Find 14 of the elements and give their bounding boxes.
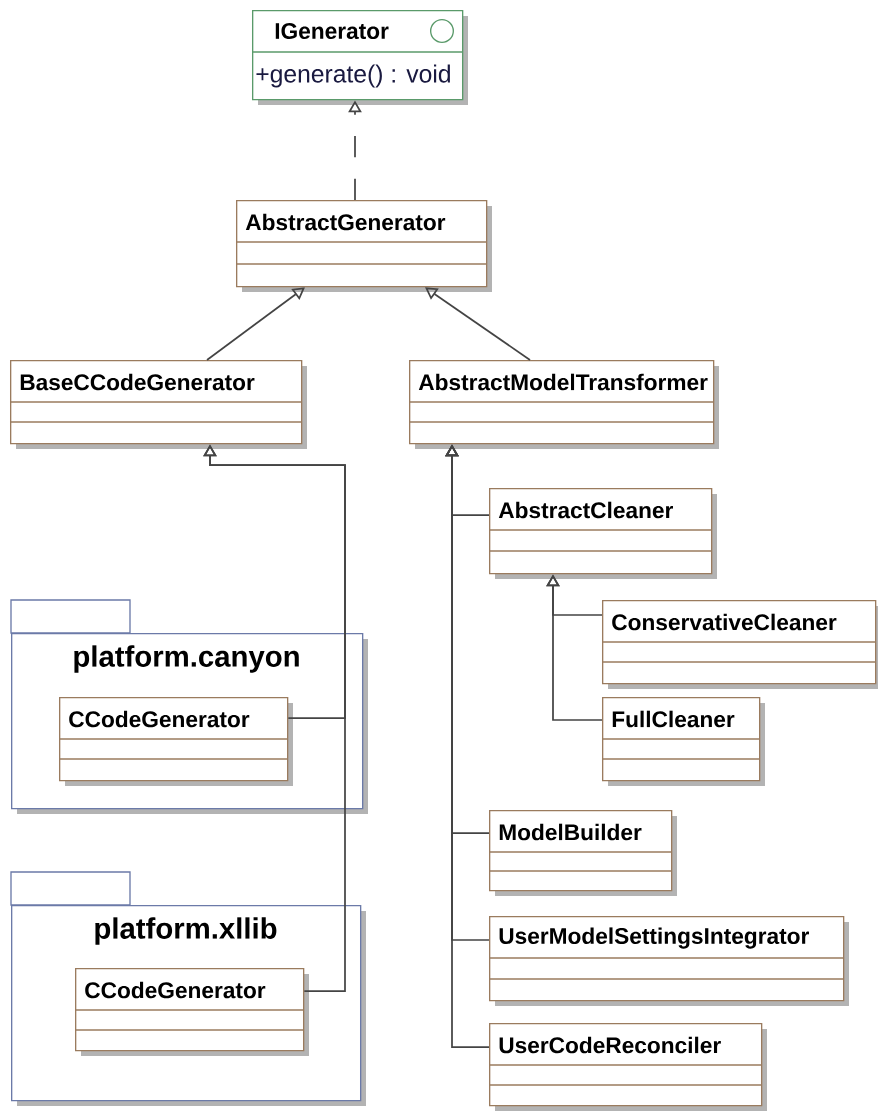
class-box: AbstractGenerator (235, 200, 492, 292)
class-box: AbstractModelTransformer (408, 360, 719, 449)
class-box: CCodeGenerator (58, 697, 293, 786)
class-box: UserCodeReconciler (488, 1023, 767, 1111)
class-box: BaseCCodeGenerator (9, 360, 307, 449)
inheritance-arrow (425, 287, 531, 361)
class-box: UserModelSettingsIntegrator (488, 916, 849, 1006)
class-box: FullCleaner (601, 697, 765, 786)
class-box: CCodeGenerator (74, 968, 309, 1056)
interface-box: IGenerator +generate() : void (251, 10, 468, 105)
class-box: AbstractCleaner (488, 488, 717, 579)
class-box: ConservativeCleaner (601, 600, 878, 689)
class-box: ModelBuilder (488, 810, 677, 896)
inheritance-arrow (206, 287, 305, 361)
